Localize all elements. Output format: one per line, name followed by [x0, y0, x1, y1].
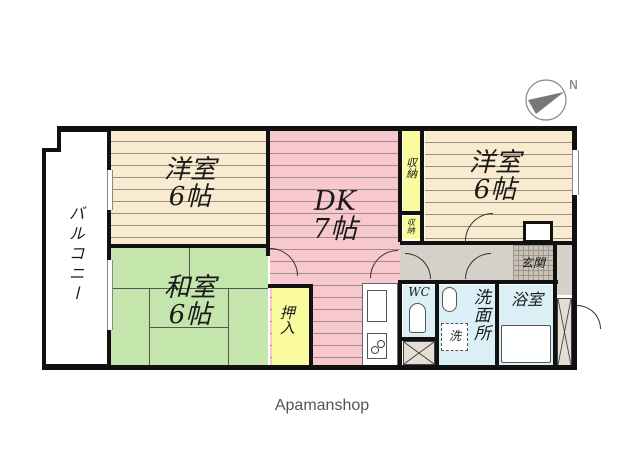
- cross-icon: [558, 299, 571, 365]
- outer-wall-right: [572, 126, 577, 370]
- compass-north-label: N: [569, 78, 578, 92]
- room-size: 6帖: [473, 175, 517, 206]
- storage-1: [403, 131, 421, 211]
- wall: [57, 128, 61, 152]
- wall-storage-right: [420, 126, 424, 244]
- room-name: 洋室: [163, 155, 216, 185]
- sink: [367, 290, 387, 322]
- wall: [268, 284, 313, 288]
- wall-bath-right: [553, 241, 557, 368]
- washer-space: [441, 323, 468, 351]
- bathtub: [501, 325, 551, 363]
- wall-between-left-rooms: [110, 244, 270, 248]
- wall-balcony-right: [107, 126, 111, 370]
- bathroom-label: 浴室: [510, 290, 543, 309]
- western-room-left: [110, 130, 268, 245]
- kitchen-counter: [362, 283, 398, 366]
- entrance-label: 玄関: [520, 256, 545, 270]
- storage-2: [403, 216, 421, 239]
- wall-hall-bottom: [400, 280, 558, 284]
- wall-hall-top: [400, 241, 575, 245]
- outer-wall-top: [57, 126, 577, 131]
- outer-wall-bottom: [42, 365, 577, 370]
- toilet-label: WC: [408, 285, 430, 299]
- wall: [42, 148, 61, 152]
- room-name: 洋室: [468, 148, 521, 178]
- japanese-room-label: 和室 6帖: [140, 273, 240, 331]
- entrance-door-swing: [577, 305, 601, 329]
- compass-icon: [525, 79, 567, 121]
- wash-basin: [442, 287, 457, 312]
- closet-oshiire-text: 押入: [277, 305, 296, 335]
- room-name: DK: [314, 186, 356, 217]
- window: [572, 150, 579, 195]
- balcony-notch: [42, 128, 58, 150]
- meter-box: [557, 298, 572, 366]
- dining-kitchen-label: DK 7帖: [290, 186, 380, 246]
- room-size: 6帖: [168, 182, 212, 213]
- cross-icon: [404, 342, 434, 364]
- stove: [367, 333, 387, 359]
- washroom-label: 洗面所: [469, 288, 490, 342]
- compass: [524, 78, 568, 122]
- storage-1-label: 収納: [404, 157, 418, 179]
- western-room-right-label: 洋室 6帖: [445, 148, 545, 206]
- wall-storage-split: [400, 211, 422, 215]
- balcony-label: バルコニー: [65, 205, 85, 305]
- storage-2-label: 収納: [406, 218, 416, 234]
- entry-corridor: [557, 245, 572, 295]
- stove-burner-icon: [371, 340, 385, 354]
- window: [107, 260, 113, 330]
- balcony: [42, 128, 110, 368]
- wall-wc-right: [435, 280, 439, 368]
- window: [107, 170, 113, 210]
- wall-dk-right: [398, 126, 402, 242]
- room-size: 7帖: [312, 214, 358, 246]
- wall-left-dk: [266, 126, 270, 256]
- western-room-left-label: 洋室 6帖: [140, 155, 240, 213]
- wall: [42, 148, 46, 368]
- wall: [309, 284, 313, 368]
- wall-dk-wet: [398, 280, 402, 368]
- washer-label: 洗: [448, 329, 461, 343]
- entrance: [513, 245, 553, 280]
- watermark: Apamanshop: [274, 397, 370, 414]
- shaft-below-wc: [403, 341, 435, 365]
- wall-wash-right: [495, 280, 499, 368]
- room-name: 和室: [163, 273, 216, 303]
- wall-wc-bottom: [400, 337, 437, 341]
- toilet-fixture: [409, 303, 426, 333]
- pipe-space: [523, 221, 553, 243]
- japanese-room: [110, 248, 268, 366]
- room-size: 6帖: [168, 300, 212, 331]
- closet-oshiire-fill: [272, 288, 309, 366]
